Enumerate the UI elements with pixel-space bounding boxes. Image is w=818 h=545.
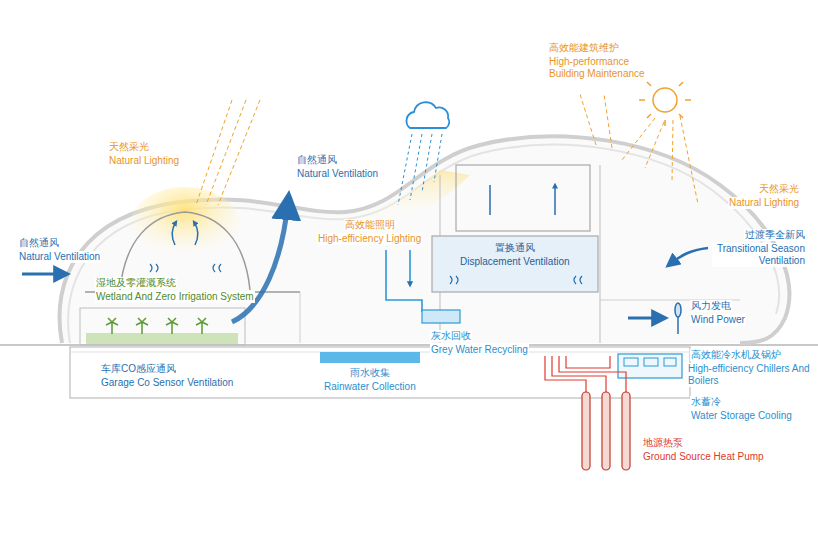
shell-inner bbox=[68, 145, 779, 343]
callout-label: Wind Power bbox=[690, 314, 746, 326]
upper-hall bbox=[456, 165, 590, 231]
greywater-pipe bbox=[386, 250, 422, 312]
cloud bbox=[406, 102, 449, 128]
callout-label: High-performance Building Maintenance bbox=[548, 56, 668, 80]
callout-label: 高效能照明 bbox=[344, 219, 396, 231]
wind-turbine bbox=[675, 303, 681, 334]
chiller bbox=[644, 358, 658, 366]
ventilation-arrow bbox=[22, 273, 64, 276]
callout-label: Wetland And Zero Irrigation System bbox=[95, 291, 255, 303]
callout-label: 灰水回收 bbox=[430, 330, 472, 342]
basement bbox=[70, 347, 690, 398]
air-arrow bbox=[172, 222, 176, 245]
skylight-glow bbox=[130, 187, 240, 263]
wetland-bed bbox=[86, 333, 238, 344]
callout-label: Natural Lighting bbox=[728, 197, 800, 209]
chiller-plant bbox=[618, 354, 682, 378]
greywater-pipe bbox=[409, 250, 411, 285]
callout-label: 湿地及零灌溉系统 bbox=[95, 277, 177, 289]
callout-label: 高效能建筑维护 bbox=[548, 42, 620, 54]
callout-label: 置换通风 bbox=[494, 242, 536, 254]
callout-label: 风力发电 bbox=[690, 300, 732, 312]
callout-label: Water Storage Cooling bbox=[690, 410, 793, 422]
callout-label: Ground Source Heat Pump bbox=[642, 451, 765, 463]
air-arrow bbox=[490, 185, 555, 215]
palm-icons bbox=[106, 318, 208, 334]
boiler bbox=[664, 358, 676, 366]
callout-label: High-efficiency Chillers And Boilers bbox=[687, 363, 814, 387]
borehole bbox=[582, 392, 630, 470]
callout-label: 过渡季全新风 bbox=[744, 229, 806, 241]
callout-label: Grey Water Recycling bbox=[430, 344, 529, 356]
callout-label: Natural Lighting bbox=[108, 155, 180, 167]
callout-label: 天然采光 bbox=[758, 183, 800, 195]
wetland-room bbox=[80, 308, 245, 345]
ventilation-arrow bbox=[670, 248, 708, 264]
rain bbox=[398, 134, 442, 205]
chiller bbox=[624, 358, 638, 366]
callout-label: Displacement Ventilation bbox=[459, 256, 571, 268]
callout-label: 水蓄冷 bbox=[690, 396, 722, 408]
callout-label: Natural Ventilation bbox=[296, 168, 379, 180]
callout-label: 天然采光 bbox=[108, 141, 150, 153]
rainwater-tank bbox=[320, 352, 420, 363]
callout-label: 雨水收集 bbox=[349, 367, 391, 379]
wind-arrow bbox=[628, 317, 662, 320]
callout-label: 地源热泵 bbox=[642, 437, 684, 449]
column bbox=[300, 292, 301, 343]
heat-pump-pipes bbox=[545, 356, 626, 392]
callout-label: Garage Co Sensor Ventilation bbox=[100, 377, 234, 389]
callout-label: 车库CO感应通风 bbox=[100, 363, 177, 375]
air-wave bbox=[150, 264, 221, 272]
displacement-room bbox=[432, 236, 598, 292]
callout-label: 高效能冷水机及锅炉 bbox=[690, 349, 782, 361]
callout-label: 自然通风 bbox=[296, 154, 338, 166]
ventilation-arrow bbox=[232, 202, 288, 322]
sun bbox=[639, 74, 691, 126]
callout-label: 自然通风 bbox=[18, 237, 60, 249]
column bbox=[600, 165, 601, 343]
air-wave bbox=[450, 276, 582, 284]
callout-label: Transitional Season Ventilation bbox=[712, 243, 806, 267]
callout-label: Rainwater Collection bbox=[323, 381, 417, 393]
callout-label: High-efficiency Lighting bbox=[317, 233, 422, 245]
callout-label: Natural Ventilation bbox=[18, 251, 101, 263]
air-arrow bbox=[194, 222, 198, 245]
greywater-tank bbox=[422, 310, 460, 323]
sunlight bbox=[196, 94, 698, 205]
building-shell bbox=[60, 136, 790, 343]
